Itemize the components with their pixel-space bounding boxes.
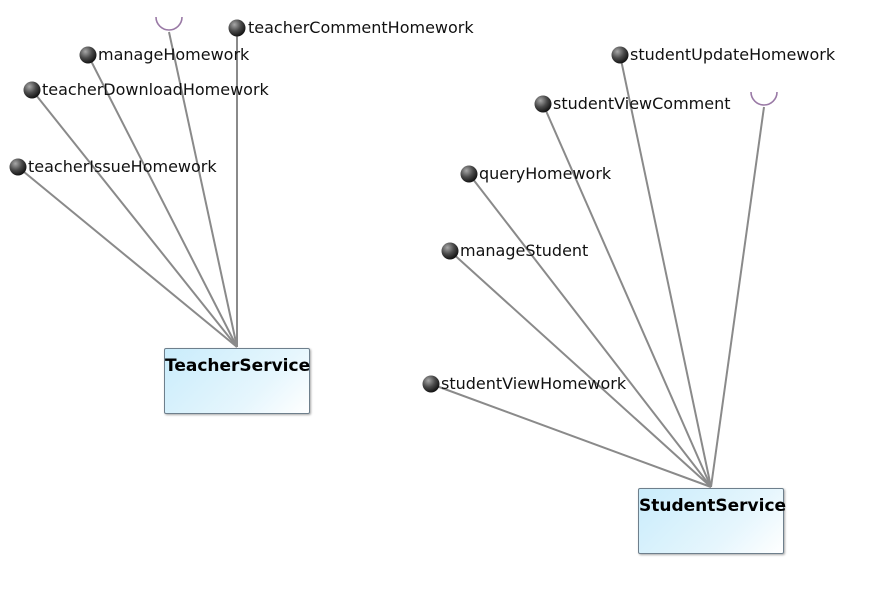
component-name: TeacherService: [165, 356, 311, 376]
interface-label-student-view-homework: studentViewHomework: [441, 374, 627, 393]
interface-label-student-update-homework: studentUpdateHomework: [630, 45, 836, 64]
interface-label-manage-student: manageStudent: [460, 241, 589, 260]
provided-interface-ball-teacher-comment-homework[interactable]: [228, 19, 246, 37]
connector-line-teacher-issue-homework: [17, 166, 238, 348]
provided-interface-ball-query-homework[interactable]: [460, 165, 478, 183]
interface-label-teacher-comment-homework: teacherCommentHomework: [248, 18, 474, 37]
component-name: StudentService: [639, 496, 787, 516]
connector-line-manage-student: [449, 250, 712, 488]
component-student-service[interactable]: StudentService: [638, 488, 787, 554]
required-interface-socket-teacher-service[interactable]: [155, 16, 183, 31]
connector-line-query-homework: [468, 173, 712, 488]
interface-label-query-homework: queryHomework: [479, 164, 612, 183]
provided-interface-ball-manage-student[interactable]: [441, 242, 459, 260]
connector-line-required-student-service: [710, 106, 765, 488]
interface-label-manage-homework: manageHomework: [98, 45, 250, 64]
provided-interface-ball-student-view-comment[interactable]: [534, 95, 552, 113]
provided-interface-ball-manage-homework[interactable]: [79, 46, 97, 64]
connector-line-student-view-homework: [430, 383, 712, 488]
connector-line-student-view-comment: [542, 103, 712, 488]
connector-line-student-update-homework: [619, 54, 712, 488]
connector-line-teacher-download-homework: [31, 89, 238, 348]
provided-interface-ball-teacher-issue-homework[interactable]: [9, 158, 27, 176]
interface-label-teacher-issue-homework: teacherIssueHomework: [28, 157, 217, 176]
component-teacher-service[interactable]: TeacherService: [164, 348, 310, 414]
connector-line-manage-homework: [87, 54, 238, 348]
provided-interface-ball-student-update-homework[interactable]: [611, 46, 629, 64]
provided-interface-ball-teacher-download-homework[interactable]: [23, 81, 41, 99]
connector-line-required-teacher-service: [168, 31, 238, 348]
interface-label-teacher-download-homework: teacherDownloadHomework: [42, 80, 269, 99]
provided-interface-ball-student-view-homework[interactable]: [422, 375, 440, 393]
required-interface-socket-student-service[interactable]: [750, 91, 778, 106]
interface-label-student-view-comment: studentViewComment: [553, 94, 731, 113]
